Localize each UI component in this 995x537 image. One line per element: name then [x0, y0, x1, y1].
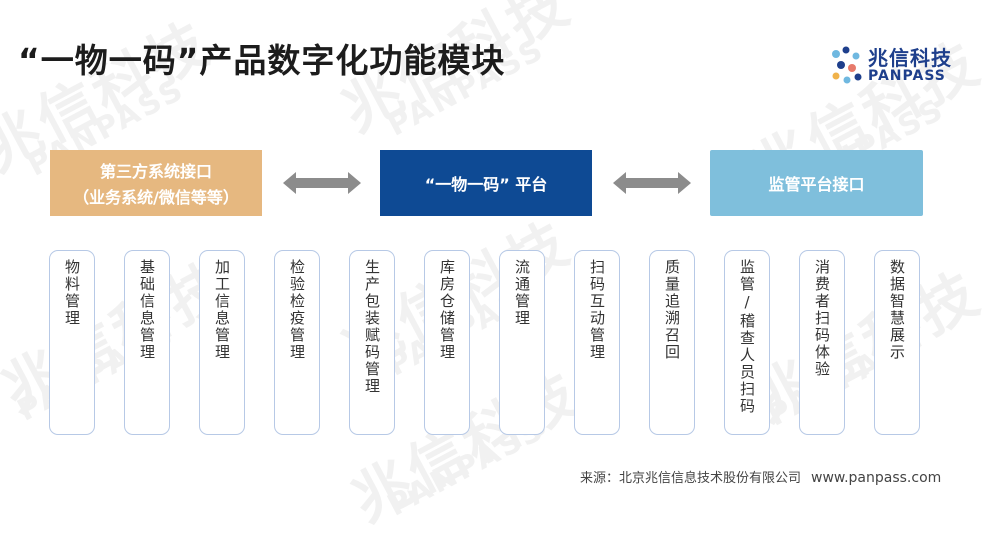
- module-label: 消费者扫码体验: [813, 259, 831, 378]
- double-arrow-icon: [613, 172, 691, 194]
- watermark-text: 兆信科技: [740, 258, 992, 435]
- module-scan-interaction-management: 扫码互动管理: [574, 250, 620, 435]
- module-regulator-inspector-scan: 监管/稽查人员扫码: [724, 250, 770, 435]
- double-arrow-icon: [283, 172, 361, 194]
- logo-name-cn: 兆信科技: [868, 46, 952, 70]
- module-label: 加工信息管理: [213, 259, 231, 361]
- module-label: 扫码互动管理: [588, 259, 606, 361]
- module-inspection-quarantine-management: 检验检疫管理: [274, 250, 320, 435]
- regulatory-platform-interface-box: 监管平台接口: [710, 150, 923, 216]
- third-party-interface-title: 第三方系统接口: [99, 162, 212, 181]
- module-quality-traceability-recall: 质量追溯召回: [649, 250, 695, 435]
- module-production-packaging-coding-management: 生产包装赋码管理: [349, 250, 395, 435]
- module-label: 库房仓储管理: [438, 259, 456, 361]
- regulatory-interface-label: 监管平台接口: [768, 175, 865, 194]
- third-party-interface-box: 第三方系统接口 （业务系统/微信等等）: [50, 150, 262, 216]
- source-url: www.panpass.com: [811, 470, 942, 486]
- module-basic-info-management: 基础信息管理: [124, 250, 170, 435]
- source-footer: 来源：北京兆信信息技术股份有限公司 www.panpass.com: [580, 467, 941, 486]
- logo-name-en: PANPASS: [868, 68, 946, 84]
- module-label: 检验检疫管理: [288, 259, 306, 361]
- module-label: 数据智慧展示: [888, 259, 906, 361]
- module-material-management: 物料管理: [49, 250, 95, 435]
- page-title: “一物一码”产品数字化功能模块: [18, 41, 506, 80]
- company-logo: 兆信科技 PANPASS: [830, 42, 970, 90]
- platform-label: “一物一码” 平台: [424, 175, 548, 194]
- module-label: 质量追溯召回: [663, 259, 681, 361]
- module-processing-info-management: 加工信息管理: [199, 250, 245, 435]
- module-label: 物料管理: [63, 259, 81, 327]
- third-party-interface-subtitle: （业务系统/微信等等）: [73, 188, 239, 207]
- module-label: 基础信息管理: [138, 259, 156, 361]
- module-label: 生产包装赋码管理: [363, 259, 381, 395]
- module-circulation-management: 流通管理: [499, 250, 545, 435]
- module-data-smart-display: 数据智慧展示: [874, 250, 920, 435]
- source-text: 来源：北京兆信信息技术股份有限公司: [580, 471, 802, 486]
- module-warehouse-storage-management: 库房仓储管理: [424, 250, 470, 435]
- module-label: 流通管理: [513, 259, 531, 327]
- module-consumer-scan-experience: 消费者扫码体验: [799, 250, 845, 435]
- panpass-logo-icon: [832, 46, 862, 84]
- one-item-one-code-platform-box: “一物一码” 平台: [380, 150, 592, 216]
- module-label: 监管/稽查人员扫码: [738, 259, 756, 415]
